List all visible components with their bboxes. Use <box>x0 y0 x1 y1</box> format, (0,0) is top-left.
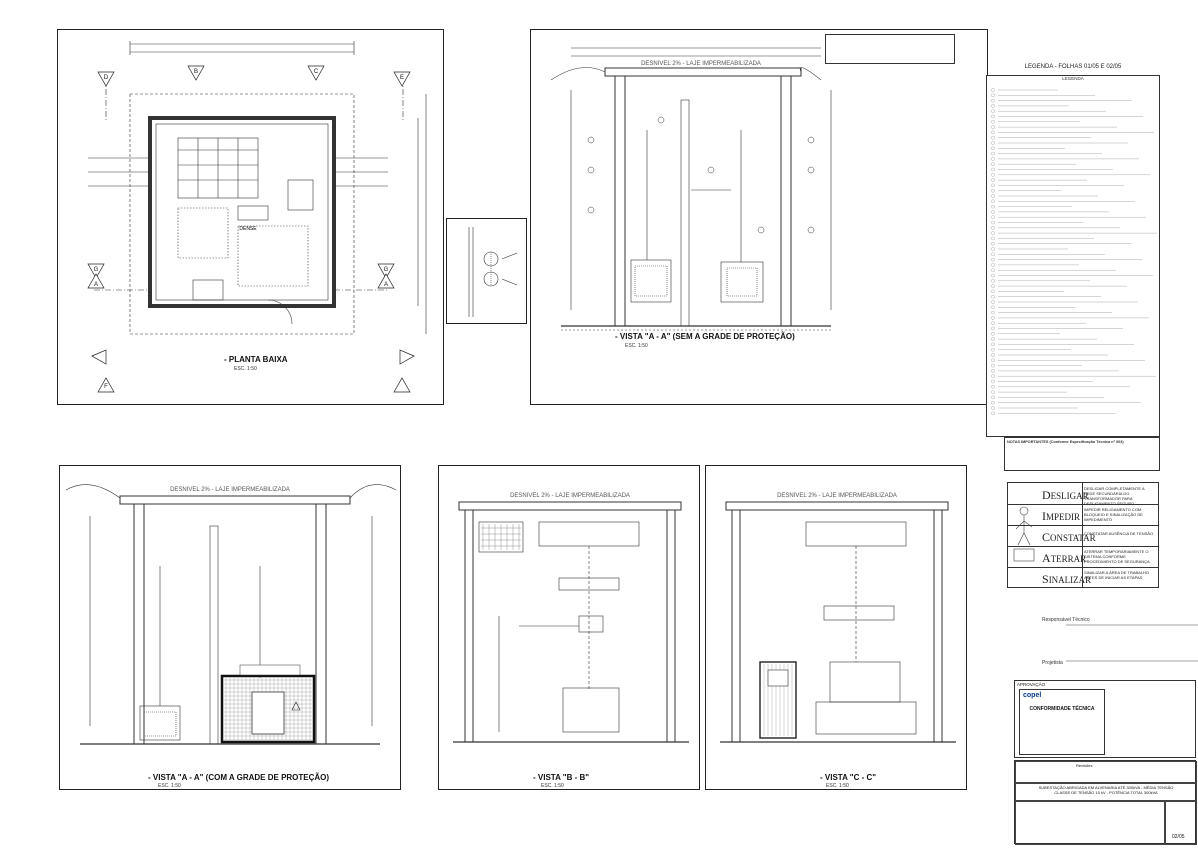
dense-label: DENSE <box>239 226 257 232</box>
safety-steps-panel: DESLIGAR DESLIGAR COMPLETAMENTE A REDE S… <box>1007 482 1159 588</box>
cut-marker-b: B <box>194 69 198 75</box>
safety-step-word: MPEDIR <box>1046 512 1081 522</box>
section-a-no-grid-scale: ESC. 1:50 <box>625 343 648 349</box>
plan-view-title: - PLANTA BAIXA <box>224 355 288 364</box>
plan-view-scale: ESC. 1:50 <box>234 366 257 372</box>
detail-inset-panel <box>446 218 527 324</box>
safety-step-word: TERRAR <box>1050 554 1087 564</box>
sub-title: CLASSE DE TENSÃO 15 kV - POTÊNCIA TOTAL … <box>1054 790 1158 795</box>
section-b-roof-label: DESNIVEL 2% - LAJE IMPERMEABILIZADA <box>510 493 630 499</box>
cut-marker-c: C <box>314 69 319 75</box>
conformity-stamp-text: CONFORMIDADE TÉCNICA <box>1029 706 1095 712</box>
section-a-no-grid-panel: DESNIVEL 2% - LAJE IMPERMEABILIZADA - VI… <box>530 29 988 405</box>
title-block-main: SUBESTAÇÃO ABRIGADA EM ALVENARIA ATÉ 300… <box>1015 783 1197 801</box>
section-b-panel: DESNIVEL 2% - LAJE IMPERMEABILIZADA - VI… <box>438 465 700 790</box>
safety-step-text: DESLIGAR COMPLETAMENTE A REDE SECUNDÁRIA… <box>1084 486 1145 506</box>
section-b-scale: ESC. 1:50 <box>541 783 564 789</box>
important-notes-title: NOTAS IMPORTANTES (Conforme Especificaçã… <box>1007 440 1124 444</box>
section-c-roof-label: DESNIVEL 2% - LAJE IMPERMEABILIZADA <box>777 493 897 499</box>
legend-rows-drawing <box>991 88 1157 416</box>
cut-marker-f: F <box>104 384 108 390</box>
section-a-grid-title: - VISTA "A - A" (COM A GRADE DE PROTEÇÃO… <box>148 773 330 782</box>
safety-step-initial: A <box>1042 551 1051 565</box>
legend-box: LEGENDA <box>986 75 1160 437</box>
safety-step-word: ESLIGAR <box>1050 491 1089 501</box>
safety-step-sinalizar: SINALIZAR SINALIZAR A ÁREA DE TRABALHO A… <box>1008 567 1158 588</box>
safety-step-desligar: DESLIGAR DESLIGAR COMPLETAMENTE A REDE S… <box>1008 483 1158 506</box>
safety-step-word: INALIZAR <box>1048 575 1092 585</box>
safety-step-text: IMPEDIR RELIGAMENTO COM BLOQUEIO E SINAL… <box>1084 507 1143 522</box>
section-c-scale: ESC. 1:50 <box>826 783 849 789</box>
section-b-drawing: DESNIVEL 2% - LAJE IMPERMEABILIZADA <box>453 493 689 743</box>
safety-step-aterrar: ATERRAR ATERRAR TEMPORARIAMENTE O SISTEM… <box>1008 546 1158 567</box>
section-a-grid-roof-label: DESNIVEL 2% - LAJE IMPERMEABILIZADA <box>170 487 290 493</box>
safety-step-text: ATERRAR TEMPORARIAMENTE O SISTEMA CONFOR… <box>1084 549 1150 564</box>
owner-signature-label: Projetista <box>1042 660 1063 666</box>
section-b-title: - VISTA "B - B" <box>533 773 590 782</box>
section-a-no-grid-roof-label: DESNIVEL 2% - LAJE IMPERMEABILIZADA <box>641 61 761 67</box>
engineer-signature-label: Responsável Técnico <box>1042 617 1090 623</box>
safety-step-word: ONSTATAR <box>1050 533 1096 543</box>
revisions-label: Revisões <box>1076 763 1093 768</box>
title-block-details <box>1015 801 1165 845</box>
safety-step-initial: D <box>1042 488 1051 502</box>
cut-marker-a-left: A <box>94 282 98 288</box>
important-notes-box: NOTAS IMPORTANTES (Conforme Especificaçã… <box>1004 437 1160 471</box>
legend-header-box: LEGENDA - FOLHAS 01/05 E 02/05 <box>986 64 1160 74</box>
approval-label: APROVAÇÃO <box>1017 682 1046 687</box>
safety-step-initial: I <box>1042 509 1046 523</box>
detail-inset-drawing <box>468 227 518 317</box>
legend-subheader: LEGENDA <box>1062 76 1084 81</box>
legend-header: LEGENDA - FOLHAS 01/05 E 02/05 <box>1024 64 1122 70</box>
safety-step-impedir: IMPEDIR IMPEDIR RELIGAMENTO COM BLOQUEIO… <box>1008 504 1158 525</box>
title-block-revisions: Revisões <box>1015 761 1197 783</box>
signature-lines <box>1066 624 1198 662</box>
section-c-title: - VISTA "C - C" <box>820 773 877 782</box>
copel-logo: copel <box>1023 692 1042 699</box>
cut-marker-g-right: G <box>384 267 389 273</box>
section-c-panel: DESNIVEL 2% - LAJE IMPERMEABILIZADA - VI… <box>705 465 967 790</box>
section-a-no-grid-drawing: DESNIVEL 2% - LAJE IMPERMEABILIZADA <box>550 47 832 331</box>
cut-marker-g-left: G <box>94 267 99 273</box>
title-block-sheet: 02/05 <box>1165 801 1197 845</box>
cut-marker-e: E <box>400 75 404 81</box>
safety-step-initial: C <box>1042 530 1051 544</box>
safety-step-constatar: CONSTATAR CONSTATAR AUSÊNCIA DE TENSÃO <box>1008 525 1158 546</box>
safety-step-text: SINALIZAR A ÁREA DE TRABALHO ANTES DE IN… <box>1084 570 1150 580</box>
section-a-grid-drawing: DESNIVEL 2% - LAJE IMPERMEABILIZADA <box>65 484 397 745</box>
cut-marker-d-left: D <box>104 75 109 81</box>
main-title: SUBESTAÇÃO ABRIGADA EM ALVENARIA ATÉ 300… <box>1038 785 1174 790</box>
safety-step-initial: S <box>1042 572 1049 586</box>
section-c-drawing: DESNIVEL 2% - LAJE IMPERMEABILIZADA <box>720 493 956 743</box>
copel-stamp: copel CONFORMIDADE TÉCNICA <box>1019 689 1105 755</box>
approval-box: APROVAÇÃO copel CONFORMIDADE TÉCNICA <box>1014 680 1196 758</box>
section-a-no-grid-title: - VISTA "A - A" (SEM A GRADE DE PROTEÇÃO… <box>615 332 795 341</box>
section-a-grid-scale: ESC. 1:50 <box>158 783 181 789</box>
cut-marker-a-right: A <box>384 282 388 288</box>
general-notes-box <box>825 34 955 64</box>
section-a-grid-panel: DESNIVEL 2% - LAJE IMPERMEABILIZADA - VI… <box>59 465 401 790</box>
plan-drawing: D B C E G A G A F DENSE <box>87 41 427 393</box>
safety-step-text: CONSTATAR AUSÊNCIA DE TENSÃO <box>1084 531 1154 536</box>
sheet-number: 02/05 <box>1172 834 1185 840</box>
plan-view-panel: D B C E G A G A F DENSE - PLANTA BAIXA E… <box>57 29 444 405</box>
title-block: Revisões SUBESTAÇÃO ABRIGADA EM ALVENARI… <box>1014 760 1197 845</box>
